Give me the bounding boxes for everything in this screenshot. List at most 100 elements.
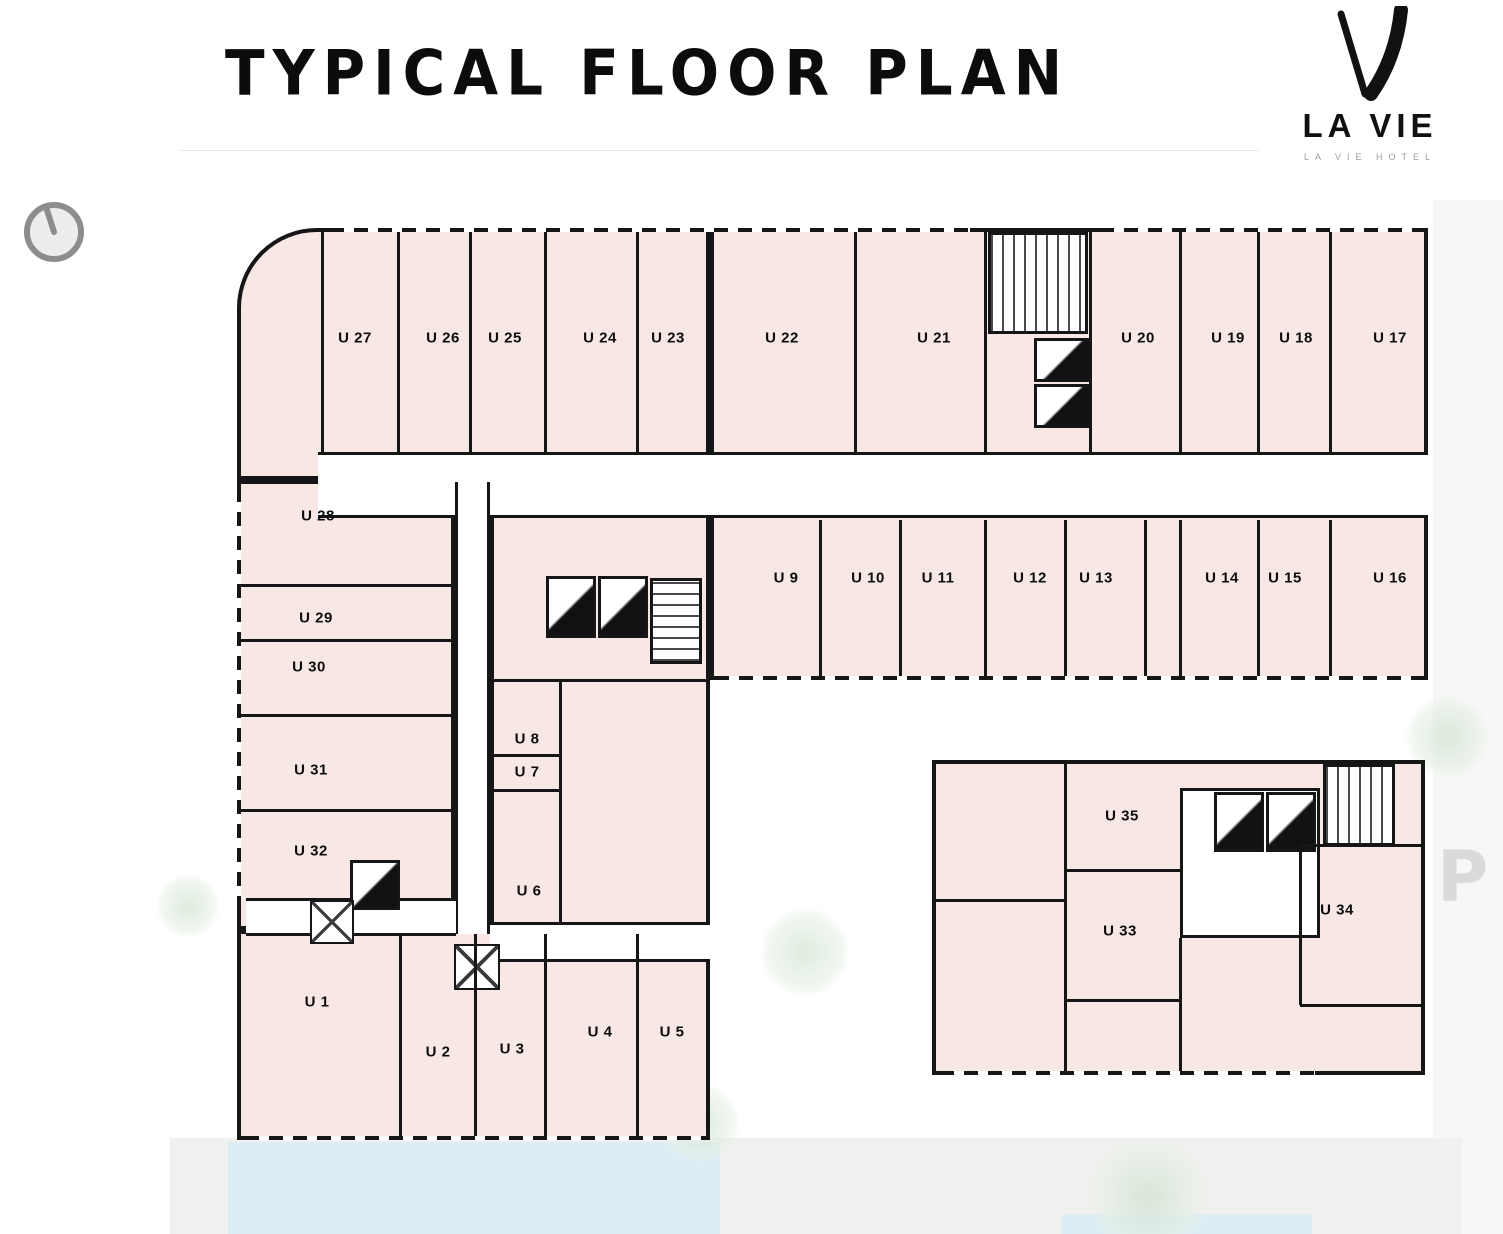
unit-label-u1: U 1	[304, 993, 330, 1011]
unit-label-u4: U 4	[587, 1023, 613, 1041]
elevator-icon	[1214, 792, 1264, 852]
interior-wall	[1300, 1003, 1421, 1007]
unit-label-u18: U 18	[1279, 329, 1313, 347]
interior-wall	[241, 583, 455, 587]
interior-wall	[241, 808, 455, 812]
unit-label-u20: U 20	[1121, 329, 1155, 347]
interior-wall	[1300, 843, 1421, 847]
watermark-letter: P	[1437, 836, 1489, 918]
interior-wall	[490, 753, 560, 757]
window-strip	[1100, 228, 1420, 232]
interior-wall	[1178, 938, 1182, 1071]
interior-wall	[818, 520, 822, 676]
unit-label-u21: U 21	[917, 329, 951, 347]
interior-wall	[1063, 520, 1067, 676]
stairs-mid	[650, 578, 702, 664]
unit-label-u33: U 33	[1103, 922, 1137, 940]
interior-wall	[1088, 232, 1092, 452]
corridor-bottom-mid	[490, 922, 710, 962]
elevator-icon	[598, 576, 648, 638]
unit-label-u25: U 25	[488, 329, 522, 347]
window-strip	[237, 500, 241, 910]
unit-label-u11: U 11	[921, 569, 955, 587]
lavie-logo-icon	[1337, 3, 1408, 101]
wing-mid-left	[490, 480, 710, 930]
unit-label-u27: U 27	[338, 329, 372, 347]
interior-wall	[1143, 520, 1147, 676]
shaft-icon	[310, 900, 354, 944]
unit-label-u10: U 10	[851, 569, 885, 587]
unit-label-u15: U 15	[1268, 569, 1302, 587]
unit-label-u22: U 22	[765, 329, 799, 347]
tree	[760, 907, 850, 997]
interior-wall	[473, 934, 477, 1136]
wing-top-left	[237, 228, 710, 480]
interior-wall	[1298, 845, 1302, 1005]
interior-wall	[241, 713, 455, 717]
interior-wall	[635, 934, 639, 1136]
unit-label-u8: U 8	[514, 730, 540, 748]
logo-name: LA VIE	[1302, 107, 1438, 144]
interior-wall	[543, 232, 547, 452]
wing-left-column	[237, 480, 455, 930]
unit-label-u2: U 2	[425, 1043, 451, 1061]
corridor-vertical	[455, 482, 490, 934]
interior-wall	[936, 898, 1065, 902]
unit-label-u9: U 9	[773, 569, 799, 587]
interior-wall	[1328, 232, 1332, 452]
unit-label-u28: U 28	[301, 507, 335, 525]
page-title: TYPICAL FLOOR PLAN	[225, 36, 1071, 110]
interior-wall	[1328, 520, 1332, 676]
unit-label-u34: U 34	[1320, 901, 1354, 919]
logo: LA VIE LA VIE HOTEL	[1290, 3, 1450, 162]
window-strip	[245, 1136, 703, 1140]
interior-wall	[1178, 520, 1182, 676]
unit-label-u6: U 6	[516, 882, 542, 900]
elevator-icon	[350, 860, 400, 910]
unit-label-u23: U 23	[651, 329, 685, 347]
interior-wall	[241, 638, 455, 642]
interior-wall	[1065, 868, 1180, 872]
logo-tagline: LA VIE HOTEL	[1303, 152, 1437, 162]
interior-wall	[398, 934, 402, 1136]
shaft-icon	[454, 944, 500, 990]
interior-wall	[558, 682, 562, 925]
corridor-main	[318, 452, 1428, 518]
interior-wall	[853, 232, 857, 452]
unit-label-u32: U 32	[294, 842, 328, 860]
interior-wall	[983, 232, 987, 452]
unit-label-u5: U 5	[659, 1023, 685, 1041]
unit-label-u17: U 17	[1373, 329, 1407, 347]
window-strip	[715, 676, 1422, 680]
interior-wall	[396, 232, 400, 452]
unit-label-u7: U 7	[514, 763, 540, 781]
pool	[228, 1142, 720, 1234]
window-strip	[330, 228, 970, 232]
elevator-icon	[1266, 792, 1316, 852]
interior-wall	[898, 520, 902, 676]
north-indicator-icon	[24, 202, 84, 262]
unit-label-u24: U 24	[583, 329, 617, 347]
unit-label-u26: U 26	[426, 329, 460, 347]
window-strip	[940, 1071, 1315, 1075]
interior-wall	[320, 232, 324, 452]
stairs-annex	[1323, 764, 1395, 846]
tree	[1088, 1137, 1208, 1234]
unit-label-u14: U 14	[1205, 569, 1239, 587]
elevator-icon	[546, 576, 596, 638]
interior-wall	[1256, 520, 1260, 676]
unit-label-u29: U 29	[299, 609, 333, 627]
unit-label-u30: U 30	[292, 658, 326, 676]
elevator-icon	[1034, 384, 1092, 428]
unit-label-u16: U 16	[1373, 569, 1407, 587]
unit-label-u3: U 3	[499, 1040, 525, 1058]
unit-label-u31: U 31	[294, 761, 328, 779]
interior-wall	[468, 232, 472, 452]
interior-wall	[1065, 998, 1180, 1002]
interior-wall	[983, 520, 987, 676]
interior-wall	[1178, 232, 1182, 452]
tree	[156, 874, 220, 938]
interior-wall	[490, 678, 710, 682]
interior-wall	[1256, 232, 1260, 452]
